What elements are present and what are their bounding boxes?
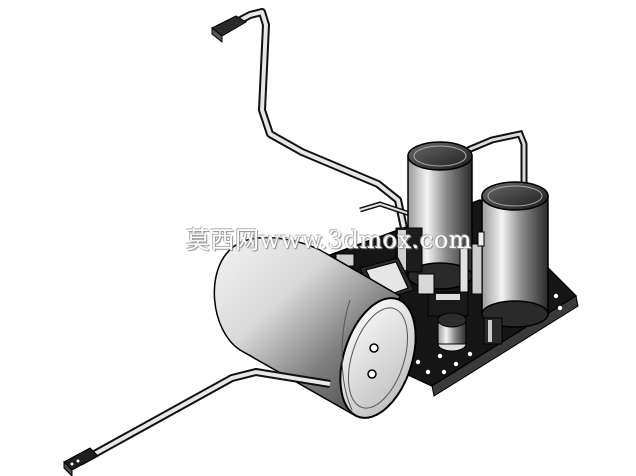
bottom-connector — [63, 447, 99, 476]
large-capacitor — [213, 237, 417, 419]
bottom-cable — [78, 367, 331, 466]
watermark-text: 莫西网www.3dmox.com — [186, 226, 473, 254]
tall-capacitor-right — [481, 181, 549, 328]
top-connector — [211, 15, 247, 44]
top-cable — [214, 8, 408, 232]
board-components — [335, 227, 503, 352]
